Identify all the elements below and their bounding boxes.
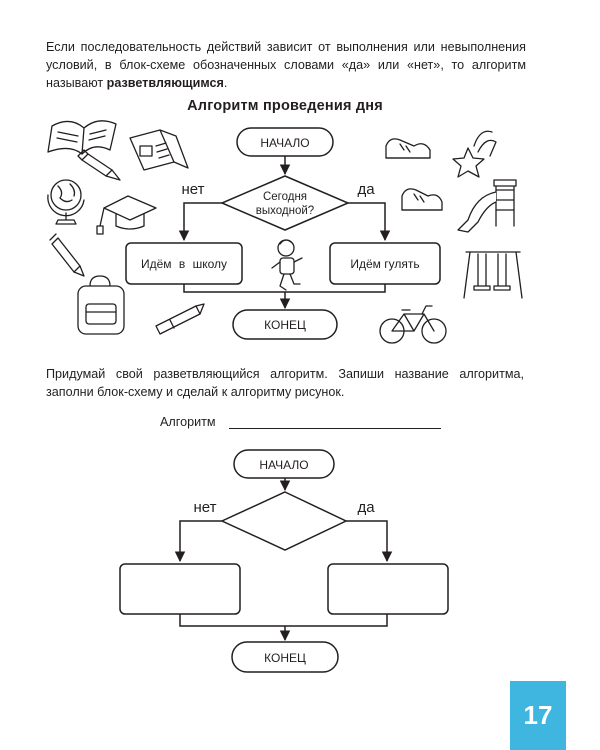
blank-end-box: [231, 641, 339, 673]
blank-yes-label: да: [357, 499, 375, 516]
example-yes-action-label: Идём гулять: [350, 257, 419, 271]
blank-yes-action-box[interactable]: [327, 563, 449, 615]
shooting-star-icon: [452, 130, 497, 178]
algorithm-name-line[interactable]: [229, 428, 441, 429]
blank-no-label: нет: [194, 499, 217, 516]
slide-icon: [457, 179, 517, 233]
task-paragraph: Придумай свой разветвляющийся алгоритм. …: [46, 367, 524, 399]
example-condition-line2: выходной?: [256, 205, 314, 217]
marker-icon: [155, 303, 205, 335]
example-flowchart: [125, 127, 441, 340]
example-title: Алгоритм проведения дня: [187, 98, 383, 114]
example-condition-line1: Сегодня: [263, 191, 307, 203]
blank-end-label: КОНЕЦ: [264, 651, 306, 665]
example-no-label: нет: [182, 181, 205, 198]
sneaker-icon: [385, 138, 431, 159]
swing-icon: [463, 251, 523, 299]
page-number: 17: [523, 700, 553, 730]
blank-no-action-box[interactable]: [119, 563, 241, 615]
sneaker-icon-2: [401, 188, 443, 211]
blank-start-box: [233, 449, 335, 479]
page-number-tab: 17: [510, 681, 566, 750]
globe-icon: [47, 179, 85, 225]
bicycle-icon: [379, 305, 447, 344]
example-no-action-label: Идём в школу: [141, 257, 227, 271]
example-start-label: НАЧАЛО: [260, 136, 309, 150]
intro-end: .: [223, 76, 228, 90]
algorithm-name-label: Алгоритм: [160, 415, 216, 429]
intro-paragraph: Если последовательность действий зависит…: [46, 38, 526, 92]
pen-icon: [49, 233, 85, 277]
blank-start-label: НАЧАЛО: [259, 458, 308, 472]
example-end-label: КОНЕЦ: [264, 318, 306, 332]
graduation-cap-icon: [96, 195, 157, 235]
intro-bold-term: разветвляющимся: [106, 76, 224, 90]
intro-text: Если последовательность действий зависит…: [46, 40, 526, 90]
example-end-box: [232, 309, 338, 340]
backpack-icon: [77, 275, 125, 335]
blank-condition-diamond: [220, 491, 348, 551]
open-book-icon: [47, 120, 117, 155]
blank-flowchart: [119, 449, 449, 673]
pencil-icon: [77, 149, 121, 181]
boy-running-icon: [271, 239, 303, 291]
notebook-icon: [129, 129, 189, 171]
example-condition-diamond: [220, 175, 350, 231]
example-yes-label: да: [357, 181, 375, 198]
